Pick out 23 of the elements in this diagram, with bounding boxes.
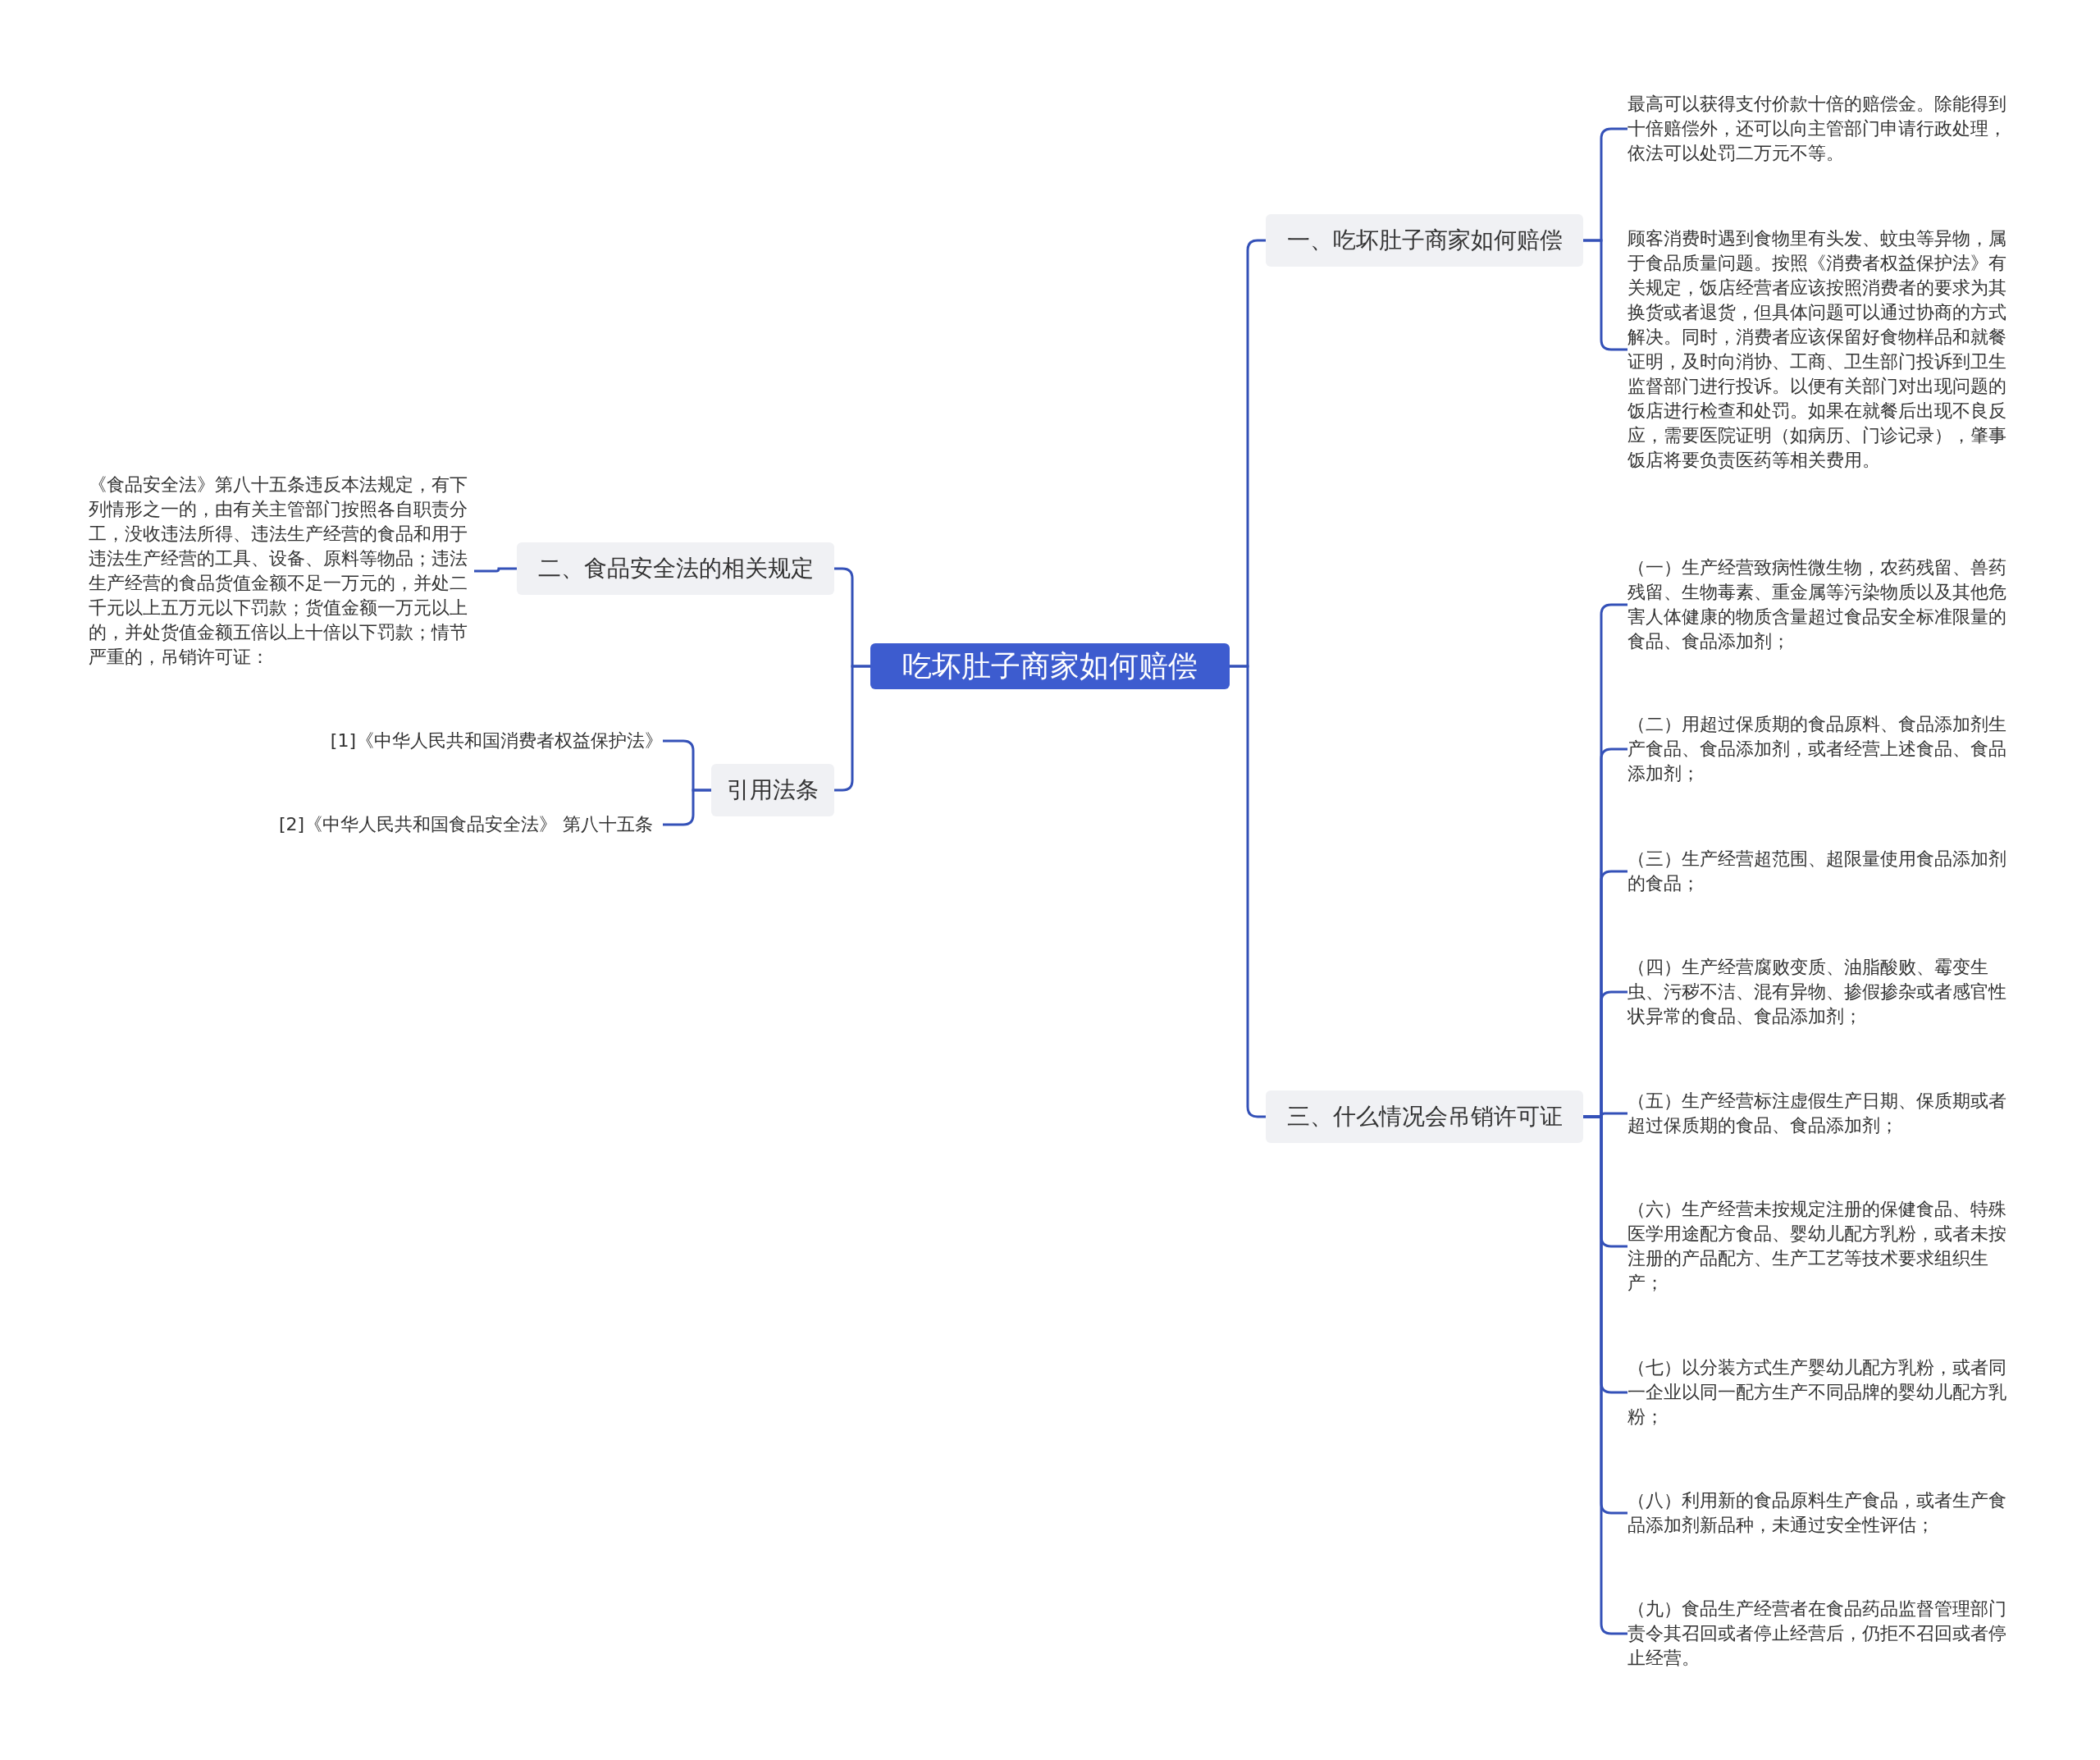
note-text: 《食品安全法》第八十五条违反本法规定，有下列情形之一的，由有关主管部门按照各自职责分工，没收违法所得、违法生产经营的食品和用于违法生产经营的工具、设备、原料等物品；违法生产经营的食品货值金额不足一万元的，并处二千元以上五万元以下罚款；货值金额一万元以上的，并处货值金额五倍以上十倍以下罚款；情节严重的，吊销许可证： [89,473,474,670]
topic-box: 一、吃坏肚子商家如何赔偿 [1266,214,1583,267]
topic-box: 引用法条 [711,764,834,816]
note-text: （九）食品生产经营者在食品药品监督管理部门责令其召回或者停止经营后，仍拒不召回或者停止经营。 [1628,1597,2013,1671]
note-text: [2]《中华人民共和国食品安全法》 第八十五条 [279,812,663,837]
note-text: （五）生产经营标注虚假生产日期、保质期或者超过保质期的食品、食品添加剂； [1628,1089,2013,1138]
note-text: （四）生产经营腐败变质、油脂酸败、霉变生虫、污秽不洁、混有异物、掺假掺杂或者感官性状异常的食品、食品添加剂； [1628,955,2013,1029]
note-text: （七）以分装方式生产婴幼儿配方乳粉，或者同一企业以同一配方生产不同品牌的婴幼儿配方乳粉； [1628,1355,2013,1429]
note-text: （一）生产经营致病性微生物，农药残留、兽药残留、生物毒素、重金属等污染物质以及其他危害人体健康的物质含量超过食品安全标准限量的食品、食品添加剂； [1628,555,2013,654]
topic-box: 二、食品安全法的相关规定 [517,542,834,595]
connector [663,789,711,826]
central-topic: 吃坏肚子商家如何赔偿 [870,643,1230,689]
note-text: 顾客消费时遇到食物里有头发、蚊虫等异物，属于食品质量问题。按照《消费者权益保护法》有关规定，饭店经营者应该按照消费者的要求为其换货或者退货，但具体问题可以通过协商的方式解决。同时，消费者应该保留好食物样品和就餐证明，及时向消协、工商、卫生部门投诉到卫生监督部门进行投诉。以便有关部门对出现问题的饭店进行检查和处罚。如果在就餐后出现不良反应，需要医院证明（如病历、门诊记录），肇事饭店将要负责医药等相关费用。 [1628,226,2013,473]
note-text: [1]《中华人民共和国消费者权益保护法》 [312,729,663,753]
note-text: 最高可以获得支付价款十倍的赔偿金。除能得到十倍赔偿外，还可以向主管部门申请行政处理，依法可以处罚二万元不等。 [1628,92,2013,166]
note-text: （三）生产经营超范围、超限量使用食品添加剂的食品； [1628,847,2013,896]
note-text: （六）生产经营未按规定注册的保健食品、特殊医学用途配方食品、婴幼儿配方乳粉，或者未按注册的产品配方、生产工艺等技术要求组织生产； [1628,1197,2013,1296]
connector [834,665,870,792]
note-text: （八）利用新的食品原料生产食品，或者生产食品添加剂新品种，未通过安全性评估； [1628,1488,2013,1538]
note-text: （二）用超过保质期的食品原料、食品添加剂生产食品、食品添加剂，或者经营上述食品、食品添加剂； [1628,712,2013,786]
connector [1230,665,1266,1118]
topic-box: 三、什么情况会吊销许可证 [1266,1090,1583,1143]
connector [474,567,517,573]
